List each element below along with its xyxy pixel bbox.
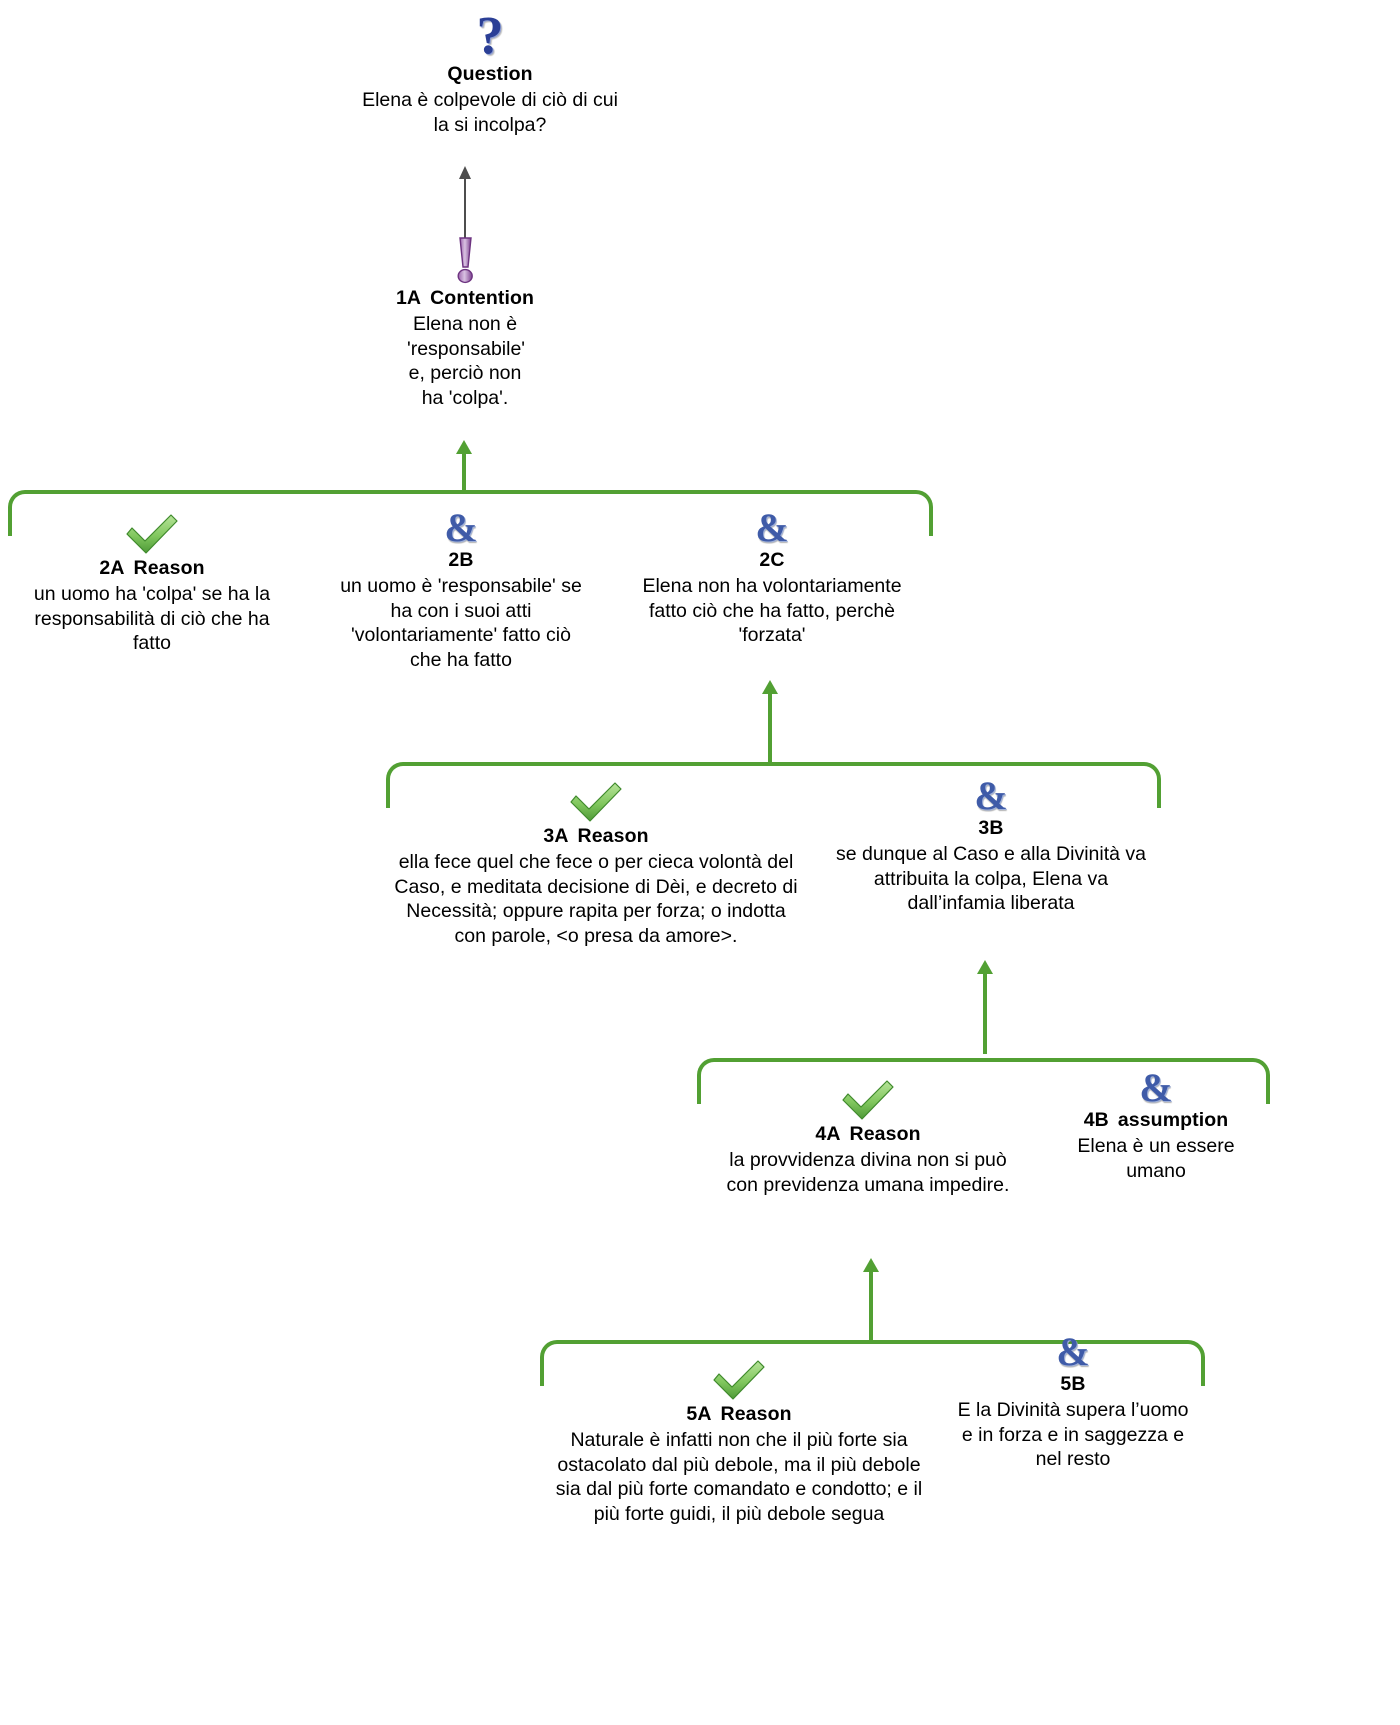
ampersand-icon: & [1056,1329,1090,1374]
node-4B-text: Elena è un essere umano [1077,1135,1235,1182]
connector-row5-to-4A [869,1270,873,1344]
node-5B-copremise[interactable]: & 5B E la Divinità supera l’uomo e in fo… [940,1332,1206,1472]
connector-row2-to-1A [462,452,466,494]
green-check-glyph [126,514,178,554]
node-1A-text: Elena non è 'responsabile' e, perciò non… [407,313,526,409]
connector-1A-to-question-arrowhead [459,166,471,179]
exclamation-mark-glyph [457,237,473,284]
node-3B-title: 3B [978,817,1004,839]
node-2A-text: un uomo ha 'colpa' se ha la responsabili… [33,583,271,655]
connector-row3-to-2C-arrowhead [762,680,778,694]
ampersand-icon: & [1139,1065,1173,1110]
green-check-glyph [842,1080,894,1120]
node-3A-text: ella fece quel che fece o per cieca volo… [394,851,798,947]
connector-row4-to-3B [983,972,987,1054]
node-2B-copremise[interactable]: & 2B un uomo è 'responsabile' se ha con … [322,508,600,672]
node-question-text: Elena è colpevole di ciò di cui la si in… [362,89,618,136]
node-5B-title: 5B [1060,1373,1086,1395]
bracket-row3 [386,762,1161,808]
node-2C-copremise[interactable]: & 2C Elena non ha volontariamente fatto … [618,508,926,648]
ampersand-icon: & [974,773,1008,818]
bracket-row5 [540,1340,1205,1386]
node-2C-title: 2C [759,549,785,571]
green-check-icon [697,1078,1039,1122]
bracket-row4 [697,1058,1270,1104]
bracket-row2 [8,490,933,536]
ampersand-icon: & [755,505,789,550]
node-2C-text: Elena non ha volontariamente fatto ciò c… [642,575,902,647]
node-question[interactable]: ? Question Elena è colpevole di ciò di c… [330,8,650,137]
connector-row3-to-2C [768,692,772,766]
node-3B-copremise[interactable]: & 3B se dunque al Caso e alla Divinità v… [822,776,1160,916]
node-5B-text: E la Divinità supera l’uomo e in forza e… [957,1399,1189,1471]
connector-1A-to-question [464,178,466,240]
connector-row4-to-3B-arrowhead [977,960,993,974]
green-check-glyph [713,1360,765,1400]
green-check-glyph [570,782,622,822]
node-4A-text: la provvidenza divina non si può con pre… [726,1149,1010,1196]
question-mark-icon: ? [476,5,504,65]
green-check-icon [8,512,296,556]
node-2B-text: un uomo è 'responsabile' se ha con i suo… [340,575,582,671]
connector-row2-to-1A-arrowhead [456,440,472,454]
green-check-icon [386,780,806,824]
ampersand-icon: & [444,505,478,550]
node-question-title: Question [447,63,533,85]
green-check-icon [540,1358,938,1402]
node-5A-text: Naturale è infatti non che il più forte … [555,1429,923,1525]
node-2B-title: 2B [448,549,474,571]
connector-row5-to-4A-arrowhead [863,1258,879,1272]
exclamation-mark-icon [345,236,585,286]
node-3B-text: se dunque al Caso e alla Divinità va att… [835,843,1147,915]
